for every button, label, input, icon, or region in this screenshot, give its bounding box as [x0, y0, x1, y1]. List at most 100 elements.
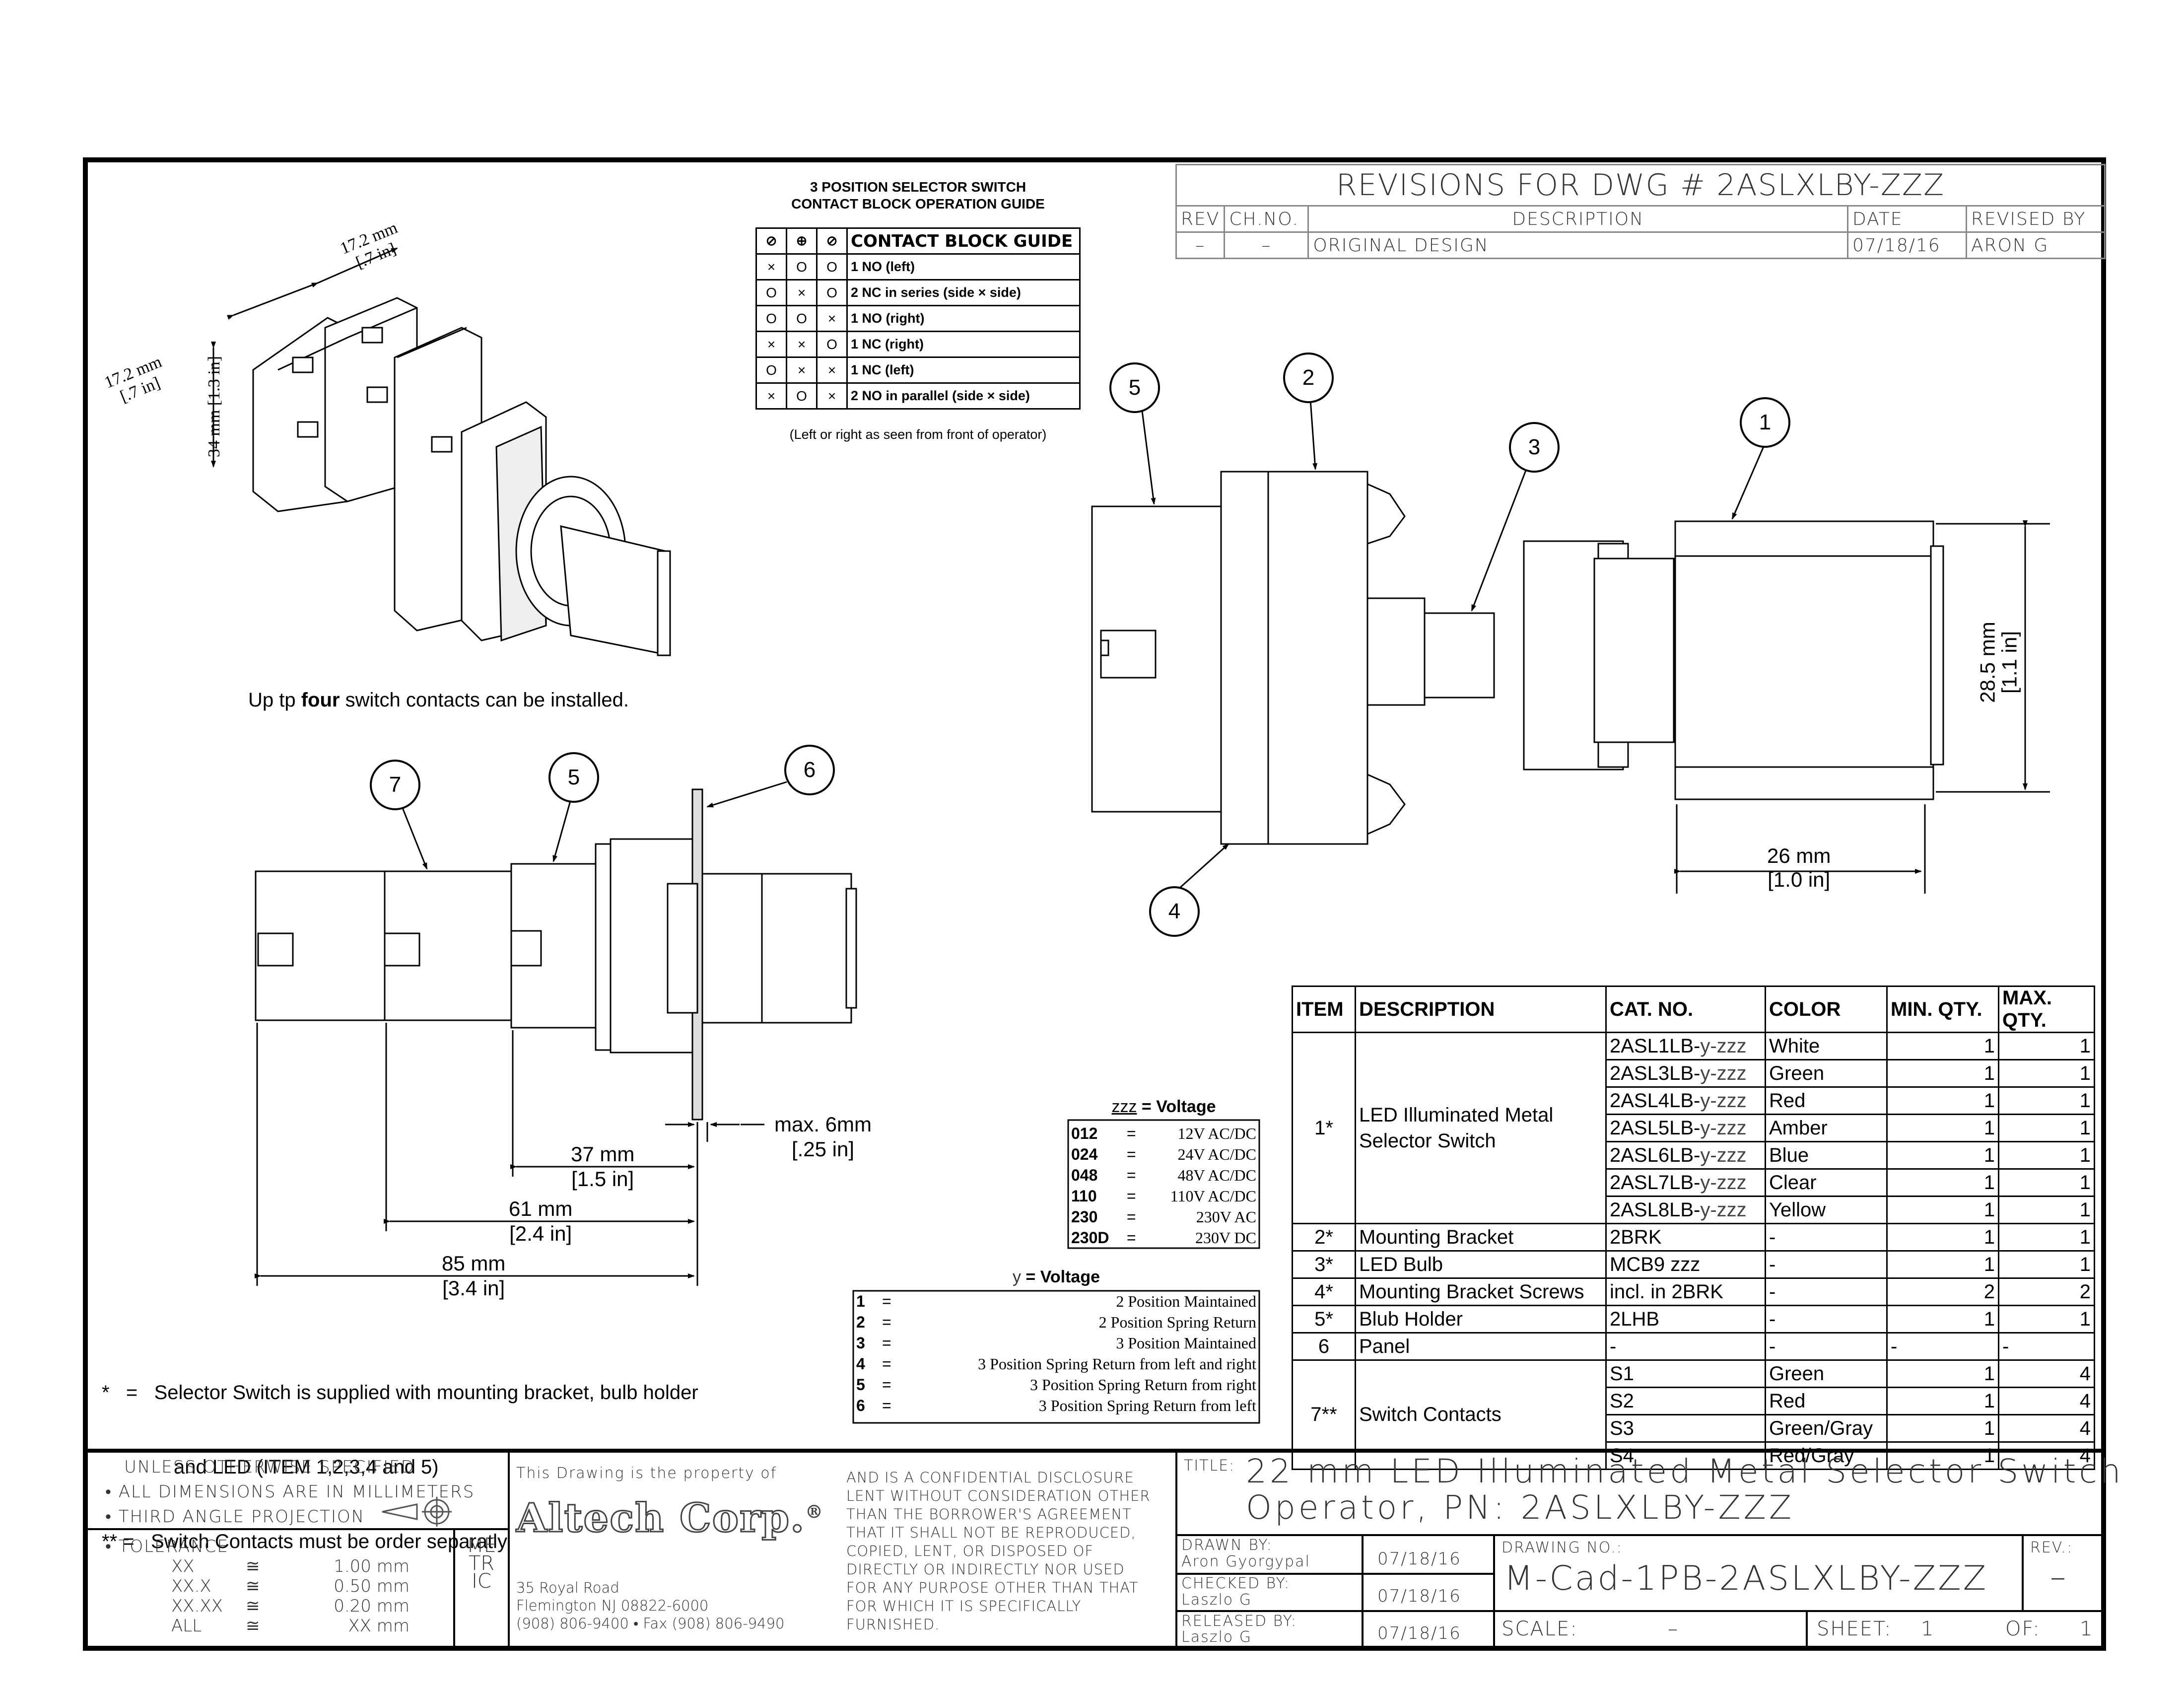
bom-catno: 2ASL8LB-y-zzz	[1605, 1196, 1766, 1224]
registered-mark: ®	[805, 1501, 824, 1523]
y-value: 3 Position Maintained	[1116, 1334, 1256, 1352]
y-code: 4	[856, 1354, 865, 1373]
rev-value: –	[1175, 231, 1226, 259]
tol-val: 0.20 mm	[334, 1596, 410, 1616]
exploded-dims	[1674, 520, 2050, 894]
bom-header-catno: CAT. NO.	[1605, 985, 1766, 1033]
projection-symbol	[382, 1497, 452, 1527]
iso-dim-34: 34 mm [1.3 in]	[205, 356, 224, 457]
bom-header-min: MIN. QTY.	[1886, 985, 1999, 1033]
bom-max: 1	[1998, 1223, 2095, 1252]
conf-line: AND IS A CONFIDENTIAL DISCLOSURE	[846, 1469, 1134, 1486]
bom-catno: 2LHB	[1605, 1305, 1766, 1334]
cat-prefix: 2ASL7LB-	[1610, 1171, 1701, 1194]
released-date: 07/18/16	[1377, 1623, 1461, 1643]
unless-specified: UNLESS OTHERWISE SPECIFIED	[124, 1457, 415, 1477]
third-angle: • THIRD ANGLE PROJECTION	[105, 1507, 365, 1527]
mark: O	[786, 253, 818, 281]
tolerance-list: XX≅1.00 mm XX.X≅0.50 mm XX.XX≅0.20 mm AL…	[171, 1556, 410, 1636]
revisions-table: REVISIONS FOR DWG # 2ASLXLBY-ZZZ REV CH.…	[1175, 164, 2106, 259]
bom-catno: S2	[1605, 1387, 1766, 1415]
eq: =	[882, 1334, 891, 1352]
bom-min: 1	[1886, 1032, 1999, 1060]
bom-min: 1	[1886, 1305, 1999, 1334]
width-dim: 26 mm [1.0 in]	[1767, 844, 1831, 892]
bom-color: Green	[1765, 1059, 1888, 1088]
bom-color: Green	[1765, 1359, 1888, 1388]
bom-min: 1	[1886, 1086, 1999, 1115]
bom-min: 2	[1886, 1277, 1999, 1306]
mark: ×	[786, 356, 818, 384]
voltage-code: 024	[1071, 1145, 1098, 1163]
voltage-value: 24V AC/DC	[1177, 1145, 1256, 1163]
bom-item: 4*	[1292, 1277, 1356, 1306]
cat-suffix: y-zzz	[1700, 1117, 1747, 1139]
mark: O	[755, 279, 787, 306]
voltage-value: 110V AC/DC	[1170, 1187, 1256, 1205]
tol-key: ALL	[171, 1616, 202, 1636]
bom-min: 1	[1886, 1414, 1999, 1443]
cat-suffix: y-zzz	[1700, 1035, 1747, 1057]
eq: =	[1126, 1145, 1136, 1163]
address-line: (908) 806-9400 • Fax (908) 806-9490	[516, 1615, 785, 1632]
zzz-voltage-title: zzz = Voltage	[1068, 1097, 1259, 1117]
balloon-3: 3	[1509, 422, 1560, 473]
contact-guide-title-line1: 3 POSITION SELECTOR SWITCH	[810, 179, 1026, 195]
address-block: 35 Royal Road Flemington NJ 08822-6000 (…	[516, 1579, 784, 1632]
bom-catno: S3	[1605, 1414, 1766, 1443]
dim-in: [1.3 in]	[205, 356, 223, 406]
tol-key: XX	[171, 1556, 195, 1576]
bill-of-materials: ITEM DESCRIPTION CAT. NO. COLOR MIN. QTY…	[1292, 985, 2095, 1470]
address-line: Flemington NJ 08822-6000	[516, 1597, 709, 1614]
bom-max: 4	[1998, 1359, 2095, 1388]
dim-37: 37 mm [1.5 in]	[571, 1142, 634, 1192]
sheet-value: 1	[1921, 1618, 1935, 1640]
y-value: 3 Position Spring Return from left and r…	[978, 1354, 1256, 1373]
note-1: * = Selector Switch is supplied with mou…	[102, 1382, 698, 1404]
bom-catno: S1	[1605, 1359, 1766, 1388]
conf-line: FOR ANY PURPOSE OTHER THAN THAT	[846, 1579, 1139, 1596]
revised-by-value: ARON G	[1966, 231, 2106, 259]
date-header: DATE	[1847, 205, 1967, 233]
bom-item: 2*	[1292, 1223, 1356, 1252]
contact-desc: 1 NC (right)	[846, 331, 1081, 358]
sheet-label: SHEET:	[1817, 1618, 1892, 1640]
contact-desc: 2 NC in series (side × side)	[846, 279, 1081, 306]
conf-line: THAN THE BORROWER'S AGREEMENT	[846, 1506, 1132, 1523]
dim-mm: 28.5 mm	[1976, 622, 1999, 703]
cat-suffix: y-zzz	[1700, 1062, 1747, 1084]
date-value: 07/18/16	[1847, 231, 1967, 259]
contact-guide-row: O××1 NC (left)	[755, 356, 1081, 384]
eq: =	[882, 1292, 891, 1310]
balloon-1: 1	[1740, 397, 1790, 448]
drawing-number: M-Cad-1PB-2ASLXLBY-ZZZ	[1504, 1559, 1988, 1598]
eq: =	[1126, 1187, 1136, 1205]
mark: O	[816, 279, 848, 306]
bom-description: Switch Contacts	[1355, 1359, 1607, 1470]
bom-max: 4	[1998, 1414, 2095, 1443]
bom-color: Red	[1765, 1387, 1888, 1415]
scale-value: –	[1668, 1618, 1679, 1640]
bom-description: LED Illuminated Metal Selector Switch	[1355, 1032, 1607, 1224]
bom-header-description: DESCRIPTION	[1355, 985, 1607, 1033]
contact-desc: 1 NO (right)	[846, 305, 1081, 332]
cat-suffix: y-zzz	[1700, 1198, 1747, 1221]
revisions-title: REVISIONS FOR DWG # 2ASLXLBY-ZZZ	[1175, 164, 2106, 207]
y-code: 5	[856, 1375, 865, 1394]
bom-max: 2	[1998, 1277, 2095, 1306]
bom-header-item: ITEM	[1292, 985, 1356, 1033]
contact-guide-title: 3 POSITION SELECTOR SWITCH CONTACT BLOCK…	[755, 179, 1081, 212]
dim-61: 61 mm [2.4 in]	[509, 1196, 572, 1246]
y-code: 3	[856, 1334, 865, 1352]
released-by: Laszlo G	[1181, 1628, 1252, 1646]
bom-min: 1	[1886, 1359, 1999, 1388]
description-header: DESCRIPTION	[1307, 205, 1848, 233]
dim-85: 85 mm [3.4 in]	[442, 1251, 505, 1301]
mark: ×	[786, 331, 818, 358]
